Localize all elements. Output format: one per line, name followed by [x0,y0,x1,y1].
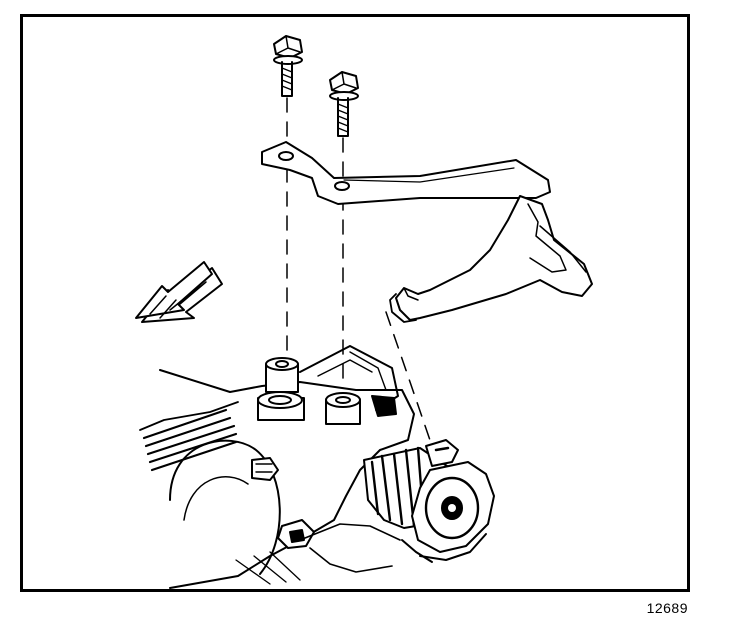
bracket-icon [261,141,593,323]
alignment-lines [286,97,433,447]
bolt-icon [273,35,303,97]
bolt-icon [329,71,359,137]
figure-number: 12689 [646,600,688,616]
throttle-body-icon [139,345,495,589]
diagram-frame [20,14,690,592]
direction-arrow-icon [135,261,223,323]
